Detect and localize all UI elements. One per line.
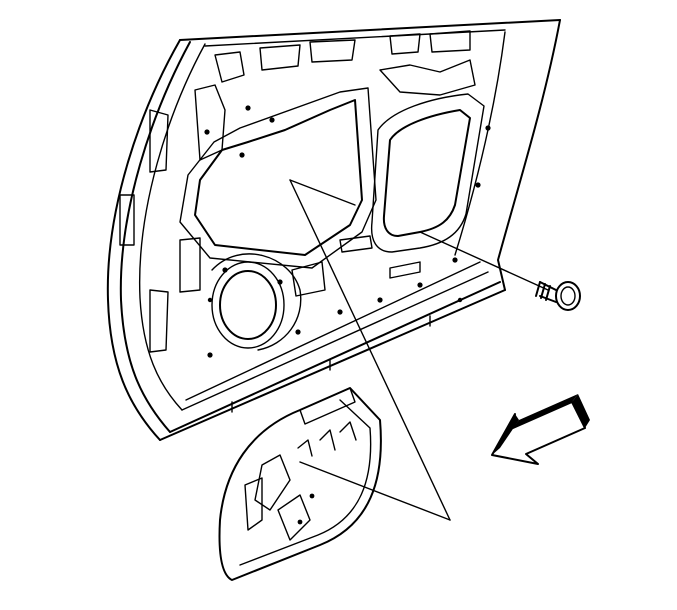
direction-arrow-icon [491, 394, 590, 465]
trim-insert-icon [218, 387, 382, 581]
push-pin-icon [419, 231, 581, 311]
leader-line-panel-b [289, 179, 356, 206]
door-inner-panel-icon [106, 19, 561, 441]
leader-line-insert [299, 461, 451, 521]
leader-line-panel [289, 179, 451, 521]
